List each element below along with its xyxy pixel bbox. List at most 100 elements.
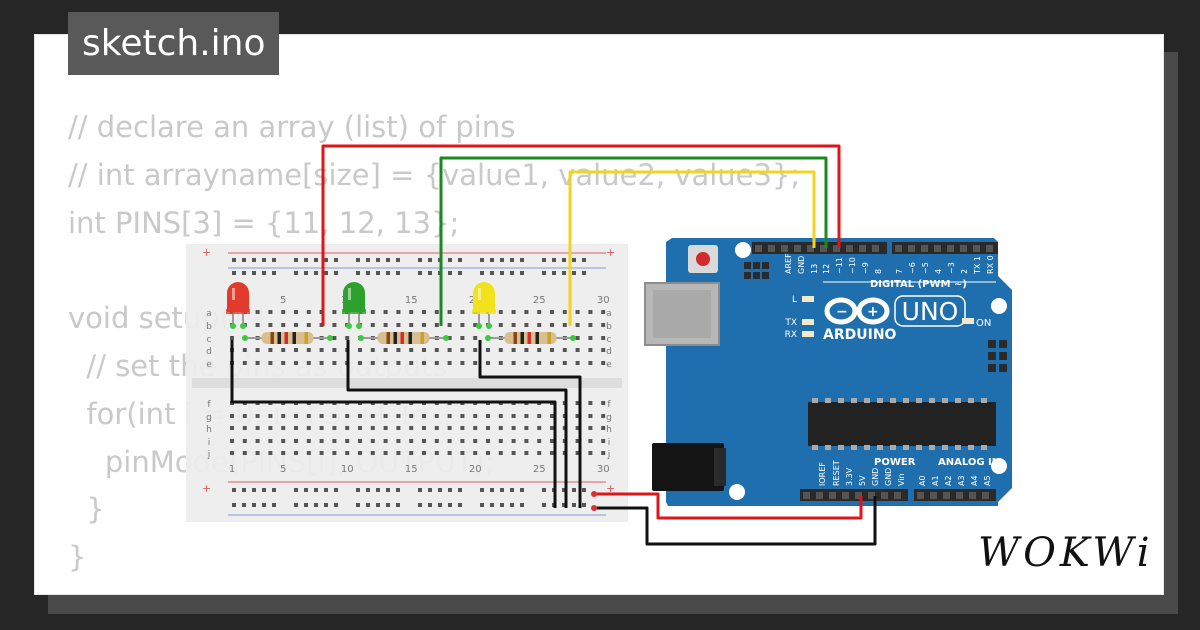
analog-pin-text: A1: [931, 475, 940, 486]
column-number: 30: [597, 295, 610, 306]
column-number: 30: [597, 464, 610, 475]
breadboard-hole: [550, 414, 554, 418]
breadboard-hole: [575, 336, 580, 340]
rail-hole: [582, 271, 586, 275]
rail-hole: [562, 271, 566, 275]
led-highlight: [478, 288, 481, 300]
rail-hole: [294, 488, 298, 492]
breadboard-hole: [332, 323, 337, 327]
breadboard-hole: [281, 451, 286, 455]
chip-pin: [851, 445, 857, 450]
power-pin-text: RESET: [832, 460, 841, 486]
icsp-pin: [762, 272, 769, 279]
arduino-brand: ARDUINO: [823, 327, 897, 343]
power-pin-label: 5V: [858, 475, 867, 486]
breadboard-hole: [434, 451, 439, 455]
breadboard-hole: [319, 348, 324, 352]
breadboard-hole: [230, 336, 234, 340]
breadboard-hole: [511, 451, 516, 455]
resistor-band: [513, 332, 517, 344]
wire-ground-yellow: [478, 340, 582, 508]
breadboard-hole: [486, 361, 490, 365]
breadboard-hole: [409, 323, 414, 327]
rail-hole: [232, 271, 236, 275]
rail-hole: [542, 271, 546, 275]
digital-pin-label: 4: [934, 269, 943, 274]
rail-plus-label: +: [606, 246, 615, 259]
breadboard-hole: [396, 439, 401, 443]
row-letter: c: [207, 335, 212, 345]
breadboard-hole: [460, 361, 465, 365]
rail-hole: [490, 258, 494, 262]
chip-pin: [851, 398, 857, 403]
breadboard-hole: [511, 323, 516, 327]
header-pin: [868, 492, 875, 499]
rail-hole: [542, 258, 546, 262]
power-pin-label: GND: [884, 468, 893, 486]
power-pin-text: 5V: [858, 475, 867, 486]
breadboard-hole: [588, 323, 593, 327]
breadboard-hole: [486, 451, 490, 455]
chip-pin: [812, 398, 818, 403]
power-pin-label: 3.3V: [845, 467, 854, 486]
analog-pin-label: A5: [983, 475, 992, 486]
digital-pin-label: ~9: [861, 262, 870, 274]
chip-pin: [903, 445, 909, 450]
wokwi-logo: WOKWi: [978, 530, 1150, 576]
breadboard-hole: [422, 451, 426, 455]
rail-hole: [562, 503, 566, 507]
breadboard-hole: [434, 414, 439, 418]
connection-dot: [486, 323, 492, 329]
breadboard-hole: [332, 361, 337, 365]
breadboard-hole: [486, 439, 490, 443]
resistor: [242, 332, 333, 344]
rail-plus-label: +: [606, 482, 615, 495]
rail-hole: [314, 258, 318, 262]
breadboard-hole: [588, 426, 593, 430]
digital-pin-text: RX 0: [986, 255, 995, 274]
rail-hole: [324, 503, 328, 507]
breadboard-hole: [588, 336, 593, 340]
breadboard-hole: [268, 451, 273, 455]
breadboard-hole: [575, 426, 580, 430]
row-letter: f: [207, 400, 211, 410]
breadboard-hole: [281, 426, 286, 430]
analog-pin-label: A3: [957, 475, 966, 486]
breadboard-hole: [345, 439, 350, 443]
file-tab[interactable]: sketch.ino: [68, 12, 280, 75]
rail-hole: [572, 271, 576, 275]
mounting-hole: [735, 242, 751, 258]
rail-hole: [490, 271, 494, 275]
header-pin: [934, 245, 941, 252]
chip-pin: [825, 398, 831, 403]
connection-dot: [443, 335, 449, 341]
header-pin: [842, 492, 849, 499]
breadboard-hole: [396, 310, 401, 314]
breadboard-hole: [434, 310, 439, 314]
breadboard-hole: [255, 310, 260, 314]
header-pin: [855, 492, 862, 499]
rail-hole: [572, 503, 576, 507]
chip-pin: [942, 445, 948, 450]
breadboard-hole: [460, 336, 465, 340]
breadboard-hole: [447, 414, 452, 418]
breadboard-hole: [383, 361, 388, 365]
resistor: [358, 332, 449, 344]
header-pin: [894, 492, 901, 499]
resistor-band: [400, 332, 404, 344]
rail-hole: [458, 503, 462, 507]
rail-hole: [428, 488, 432, 492]
digital-pin-label: 7: [895, 269, 904, 274]
rail-hole: [376, 488, 380, 492]
rail-hole: [542, 503, 546, 507]
breadboard-hole: [319, 439, 324, 443]
rail-hole: [356, 503, 360, 507]
rail-hole: [480, 258, 484, 262]
chip-pin: [929, 445, 935, 450]
rail-hole: [552, 271, 556, 275]
row-letter: d: [606, 347, 612, 357]
breadboard-hole: [268, 426, 273, 430]
rail-hole: [304, 258, 308, 262]
breadboard-hole: [524, 310, 529, 314]
